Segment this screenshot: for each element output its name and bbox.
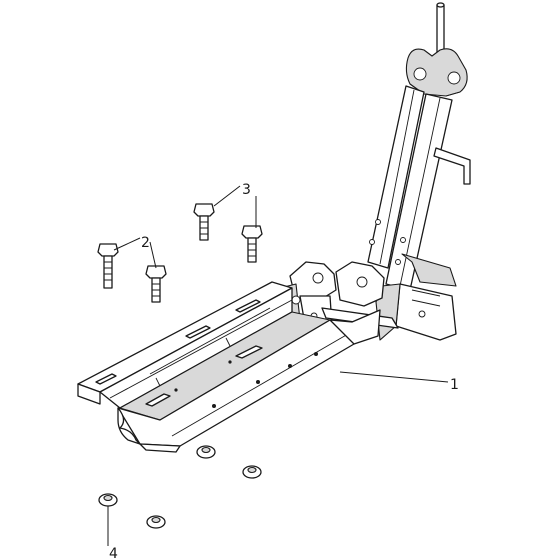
callout-3: 3 (242, 182, 251, 198)
nut-2 (242, 465, 262, 479)
nut-4 (146, 515, 166, 529)
bolt-right-lower (241, 225, 263, 263)
nut-1 (196, 445, 216, 459)
callout-2: 2 (141, 235, 150, 251)
leader-lines (107, 185, 449, 546)
callout-4: 4 (109, 546, 118, 560)
bolt-right-upper (193, 203, 215, 241)
bolt-left-upper (97, 243, 119, 289)
nut-3 (98, 493, 118, 507)
bolt-left-lower (145, 265, 167, 303)
callout-1: 1 (450, 377, 459, 393)
main-frame (77, 281, 381, 453)
